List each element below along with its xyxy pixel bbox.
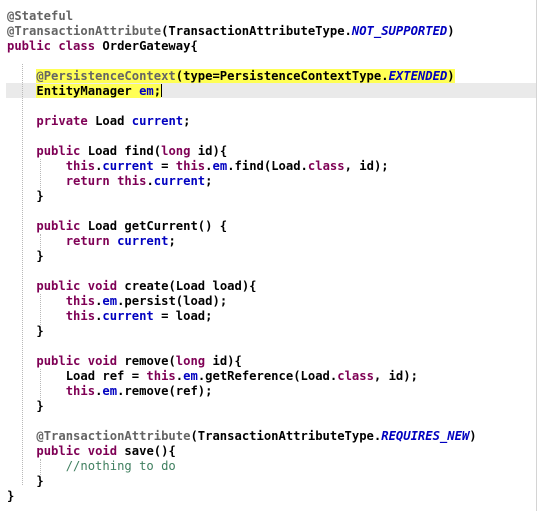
code-line[interactable]: }	[7, 399, 44, 413]
code-line[interactable]: }	[7, 249, 44, 263]
code-line[interactable]: this.current = load;	[65, 309, 213, 323]
code-line[interactable]: }	[7, 489, 15, 503]
code-line[interactable]: @Stateful	[7, 9, 74, 23]
code-line[interactable]: @TransactionAttribute(TransactionAttribu…	[7, 24, 455, 38]
code-line[interactable]: @TransactionAttribute(TransactionAttribu…	[36, 429, 477, 443]
indent-guide	[40, 294, 41, 325]
indent-guide	[40, 459, 41, 475]
code-line[interactable]: Load ref = this.em.getReference(Load.cla…	[7, 369, 418, 383]
indent-guide	[40, 234, 41, 250]
code-line[interactable]: public void save(){	[36, 444, 176, 458]
code-line[interactable]: private Load current;	[36, 114, 191, 128]
text-caret	[161, 84, 163, 97]
indent-guide	[40, 369, 41, 400]
code-line[interactable]: }	[7, 324, 44, 338]
indent-guide	[22, 64, 23, 485]
code-line[interactable]: }	[7, 189, 44, 203]
code-line[interactable]: public void create(Load load){	[36, 279, 257, 293]
code-line[interactable]: EntityManager em;	[36, 84, 163, 98]
code-line[interactable]: public void remove(long id){	[36, 354, 242, 368]
code-line[interactable]: //nothing to do	[65, 459, 176, 473]
code-line[interactable]: return current;	[65, 234, 176, 248]
code-line[interactable]: public class OrderGateway{	[7, 39, 198, 53]
code-line[interactable]: this.current = this.em.find(Load.class, …	[65, 159, 389, 173]
code-line[interactable]: return this.current;	[65, 174, 213, 188]
code-line[interactable]: this.em.persist(load);	[65, 294, 228, 308]
code-line[interactable]: public Load find(long id){	[36, 144, 228, 158]
code-line[interactable]: @PersistenceContext(type=PersistenceCont…	[36, 69, 455, 83]
indent-guide	[40, 159, 41, 190]
code-line[interactable]: }	[7, 474, 44, 488]
code-line[interactable]: this.em.remove(ref);	[65, 384, 213, 398]
code-line[interactable]: public Load getCurrent() {	[36, 219, 228, 233]
